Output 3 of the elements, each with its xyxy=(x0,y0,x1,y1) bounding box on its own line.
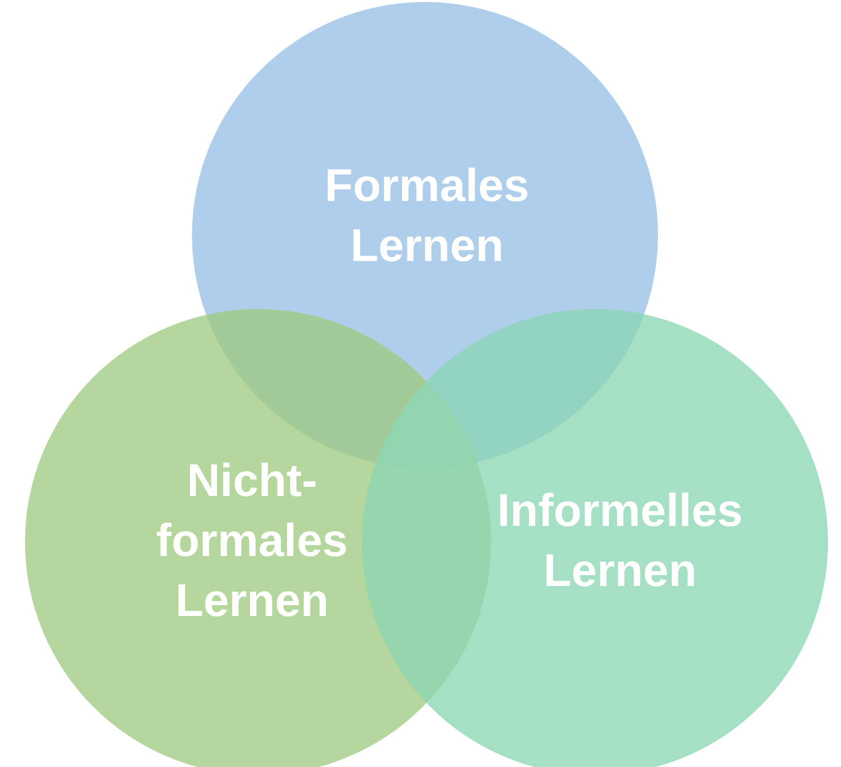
circle-label: Formales Lernen xyxy=(324,158,530,273)
circle-label: Nicht-formales Lernen xyxy=(155,453,349,628)
circle-label: Informelles Lernen xyxy=(496,483,744,598)
